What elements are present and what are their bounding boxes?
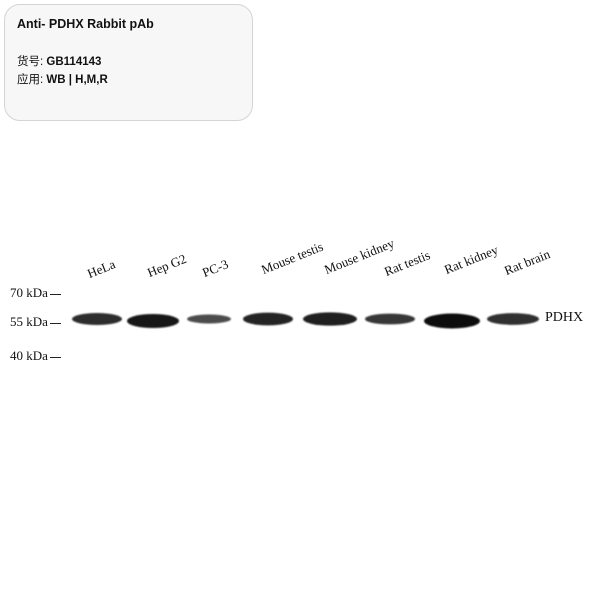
band-mouse-kidney: [303, 312, 357, 326]
application-value: WB | H,M,R: [46, 74, 108, 86]
marker-70-kda-label: 70 kDa: [10, 285, 48, 300]
marker-70-kda: 70 kDa: [10, 285, 61, 301]
band-hela: [72, 313, 122, 325]
catalog-label: 货号:: [17, 56, 44, 68]
application-label: 应用:: [17, 74, 44, 86]
band-mouse-testis: [243, 312, 293, 326]
catalog-number-row: 货号: GB114143: [17, 53, 101, 69]
band-rat-kidney: [424, 313, 480, 329]
band-rat-brain: [487, 313, 539, 325]
marker-40-kda-label: 40 kDa: [10, 348, 48, 363]
product-title: Anti- PDHX Rabbit pAb: [17, 17, 154, 31]
catalog-value: GB114143: [46, 56, 102, 68]
application-row: 应用: WB | H,M,R: [17, 71, 108, 87]
marker-40-kda: 40 kDa: [10, 348, 61, 364]
marker-40-kda-tick: [49, 356, 61, 358]
marker-55-kda-label: 55 kDa: [10, 314, 48, 329]
marker-55-kda-tick: [49, 322, 61, 324]
band-rat-testis: [365, 313, 415, 325]
target-protein-label: PDHX: [545, 310, 584, 325]
marker-55-kda: 55 kDa: [10, 314, 61, 330]
marker-70-kda-tick: [49, 293, 61, 295]
band-hep-g2: [127, 313, 179, 329]
product-info-card: Anti- PDHX Rabbit pAb 货号: GB114143 应用: W…: [4, 4, 253, 121]
band-pc-3: [187, 314, 231, 324]
